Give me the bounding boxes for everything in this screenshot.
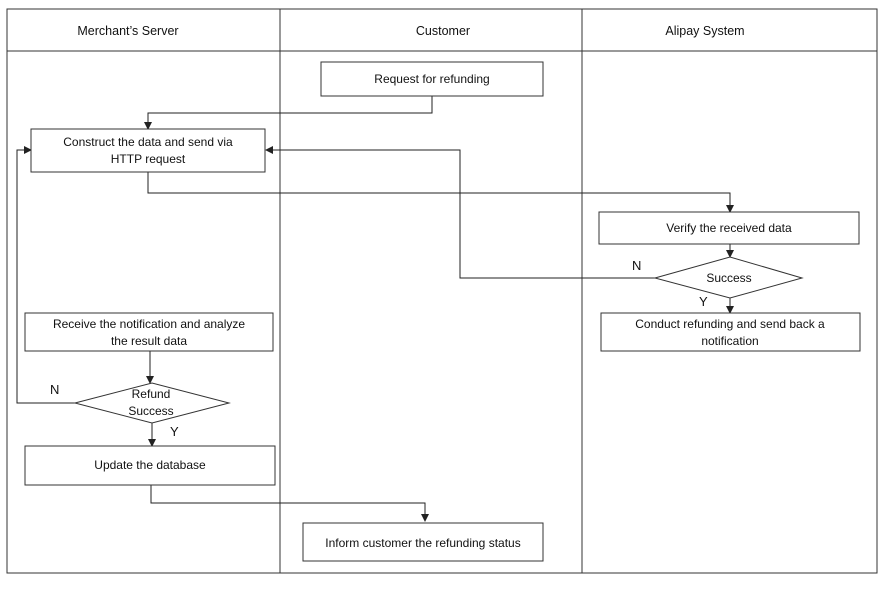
edge-success-no <box>265 146 655 279</box>
node-verify-data: Verify the received data <box>598 211 860 245</box>
node-receive-notification: Receive the notification and analyze the… <box>24 312 274 352</box>
node-update-database: Update the database <box>24 445 276 486</box>
node-construct-send: Construct the data and send via HTTP req… <box>30 128 266 173</box>
node-refund-success-label-1: Refund <box>132 387 171 401</box>
node-conduct-refund-label-1: Conduct refunding and send back a <box>635 317 825 331</box>
edge-label-success-yes: Y <box>699 294 708 309</box>
node-conduct-refund: Conduct refunding and send back a notifi… <box>600 312 861 352</box>
edge-refund-no <box>16 146 75 404</box>
edge-label-refund-yes: Y <box>170 424 179 439</box>
node-receive-notification-label-1: Receive the notification and analyze <box>53 317 245 331</box>
node-request-refund-label: Request for refunding <box>374 72 489 86</box>
node-receive-notification-label-2: the result data <box>111 334 187 348</box>
node-construct-send-label-1: Construct the data and send via <box>63 135 233 149</box>
lane-title-alipay: Alipay System <box>665 24 744 38</box>
node-success-decision: Success <box>653 256 804 299</box>
edge-label-success-no: N <box>632 258 641 273</box>
lane-title-customer: Customer <box>416 24 470 38</box>
node-success-decision-label: Success <box>706 271 751 285</box>
swimlane-frame <box>6 8 878 574</box>
node-request-refund: Request for refunding <box>320 61 544 97</box>
node-verify-data-label: Verify the received data <box>666 221 792 235</box>
node-inform-customer-label: Inform customer the refunding status <box>325 536 520 550</box>
lane-title-merchant: Merchant’s Server <box>77 24 178 38</box>
node-inform-customer: Inform customer the refunding status <box>302 522 544 562</box>
edge-update-to-inform <box>150 485 429 522</box>
edge-construct-to-verify <box>147 172 734 213</box>
edge-label-refund-no: N <box>50 382 59 397</box>
edge-request-to-construct <box>144 96 433 130</box>
node-refund-success-decision: Refund Success <box>73 382 231 424</box>
node-refund-success-label-2: Success <box>128 404 173 418</box>
node-construct-send-label-2: HTTP request <box>111 152 186 166</box>
node-conduct-refund-label-2: notification <box>701 334 758 348</box>
node-update-database-label: Update the database <box>94 458 206 472</box>
